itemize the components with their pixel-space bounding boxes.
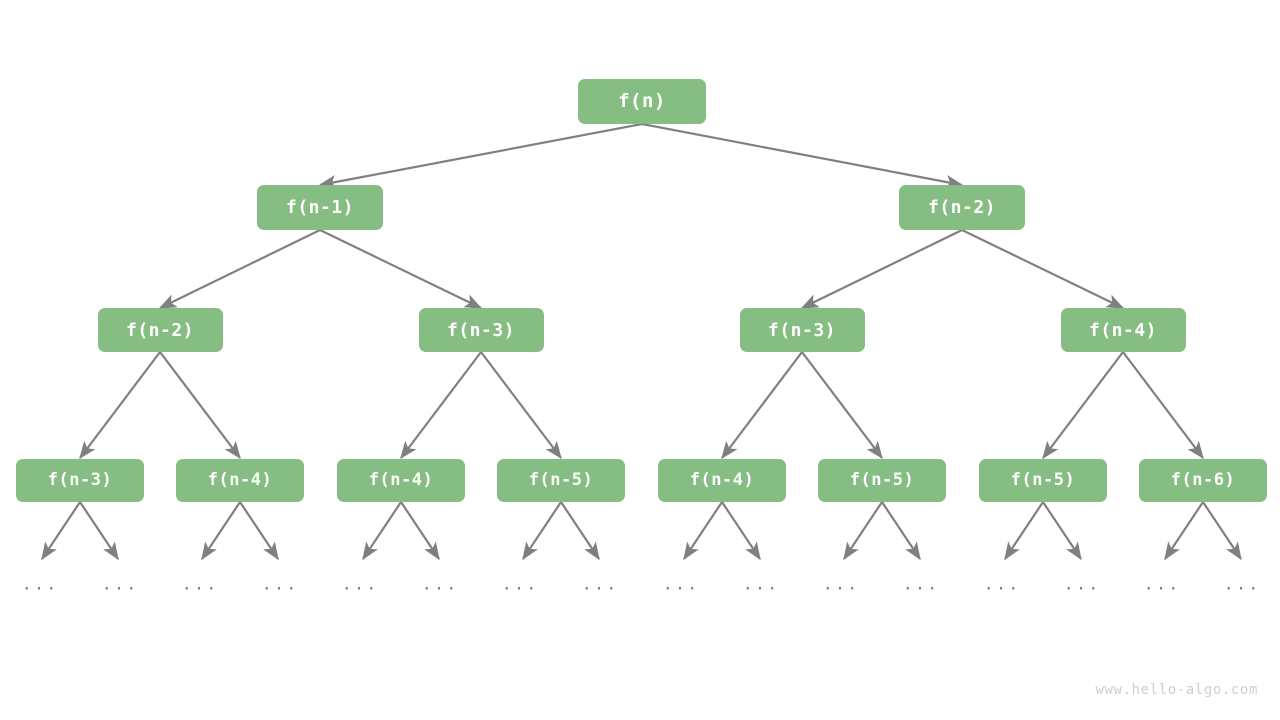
tree-edge: [800, 229, 963, 309]
tree-edge: [79, 351, 161, 460]
tree-edge: [1202, 501, 1242, 561]
tree-edge: [79, 501, 119, 561]
tree-node: f(n-4): [337, 458, 465, 502]
tree-edge: [158, 229, 321, 309]
tree-edge: [159, 351, 241, 460]
tree-edge: [480, 351, 562, 460]
ellipsis-marker: ...: [983, 574, 1021, 595]
tree-edge: [1042, 351, 1124, 460]
tree-edge: [721, 501, 761, 561]
tree-edge: [683, 501, 723, 561]
tree-node: f(n-4): [1060, 308, 1186, 352]
tree-edge: [201, 501, 241, 561]
tree-edge: [239, 501, 279, 561]
ellipsis-marker: ...: [21, 574, 59, 595]
tree-edge: [641, 122, 964, 189]
tree-edge: [1004, 501, 1044, 561]
ellipsis-marker: ...: [341, 574, 379, 595]
tree-edge: [560, 501, 600, 561]
ellipsis-marker: ...: [822, 574, 860, 595]
tree-node: f(n-1): [257, 184, 383, 230]
tree-edge: [721, 351, 803, 460]
tree-node: f(n-5): [497, 458, 625, 502]
ellipsis-marker: ...: [501, 574, 539, 595]
ellipsis-marker: ...: [902, 574, 940, 595]
ellipsis-marker: ...: [181, 574, 219, 595]
tree-edge: [881, 501, 921, 561]
tree-node: f(n-3): [418, 308, 544, 352]
ellipsis-marker: ...: [581, 574, 619, 595]
tree-edges: [41, 122, 1242, 561]
tree-edge: [362, 501, 402, 561]
ellipsis-marker: ...: [1143, 574, 1181, 595]
tree-node: f(n-5): [818, 458, 946, 502]
tree-node: f(n-2): [899, 184, 1025, 230]
tree-edge: [400, 351, 482, 460]
tree-node: f(n-3): [739, 308, 865, 352]
tree-node: f(n-6): [1139, 458, 1267, 502]
tree-node: f(n-2): [97, 308, 223, 352]
tree-edge: [1164, 501, 1204, 561]
tree-node: f(n-4): [176, 458, 304, 502]
tree-edge: [319, 229, 483, 309]
tree-edge: [522, 501, 562, 561]
ellipsis-marker: ...: [1063, 574, 1101, 595]
ellipsis-marker: ...: [421, 574, 459, 595]
ellipsis-marker: ...: [101, 574, 139, 595]
tree-edge: [961, 229, 1125, 309]
tree-edge: [801, 351, 883, 460]
tree-node: f(n-3): [16, 458, 144, 502]
tree-node: f(n-4): [658, 458, 786, 502]
ellipsis-marker: ...: [662, 574, 700, 595]
tree-edge: [41, 501, 81, 561]
tree-node: f(n-5): [979, 458, 1107, 502]
tree-edge: [400, 501, 440, 561]
ellipsis-marker: ...: [742, 574, 780, 595]
watermark-text: www.hello-algo.com: [1095, 682, 1258, 698]
tree-node: f(n): [578, 78, 706, 124]
ellipsis-marker: ...: [1223, 574, 1261, 595]
tree-edge: [318, 122, 643, 189]
tree-edge: [843, 501, 883, 561]
tree-edge: [1042, 501, 1082, 561]
tree-edge: [1122, 351, 1204, 460]
ellipsis-marker: ...: [261, 574, 299, 595]
